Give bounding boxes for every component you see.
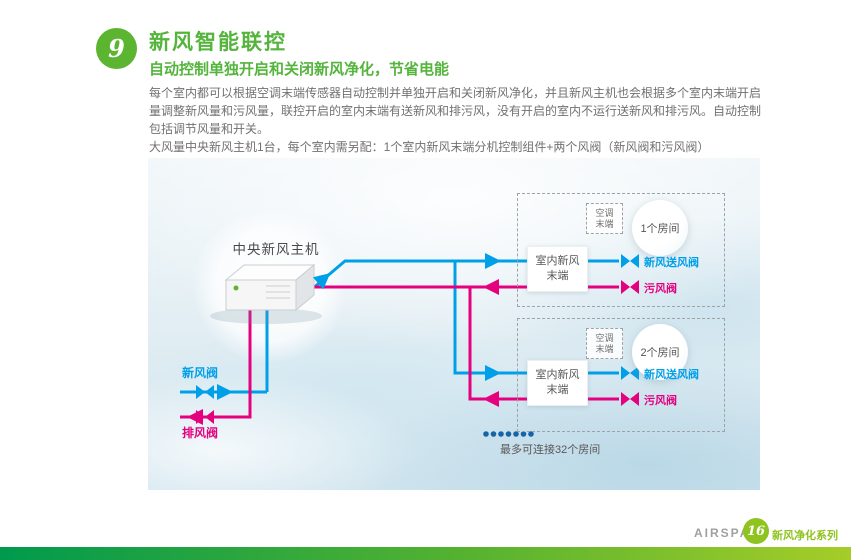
room1-terminal-line2: 末端 [546,270,569,282]
room1-ac-terminal-line1: 空调 [595,207,614,218]
room2-ac-terminal-line2: 末端 [595,343,614,354]
intake-arrow-icon [217,384,233,400]
page-subtitle: 自动控制单独开启和关闭新风净化，节省电能 [149,61,450,78]
fresh-air-intake-valve-icon [196,385,214,399]
exhaust-valve-icon [196,410,214,424]
room2-terminal-line2: 末端 [546,384,569,396]
room2-return-valve-icon [621,392,639,406]
room1-supply-valve-label: 新风送风阀 [644,257,699,269]
body-paragraph: 每个室内都可以根据空调末端传感器自动控制并单独开启和关闭新风净化，并且新风主机也… [149,84,809,156]
system-diagram-canvas [180,208,639,437]
room1-ac-terminal-line2: 末端 [595,218,614,229]
room1-supply-valve-icon [621,254,639,268]
room1-ac-terminal-box: 空调 末端 [586,203,623,234]
brand-logo-text: AIRSPA [694,526,751,540]
page-title: 新风智能联控 [149,31,287,54]
room2-terminal-line1: 室内新风 [535,369,580,381]
room2-ac-terminal-box: 空调 末端 [586,328,623,359]
room2-supply-valve-icon [621,366,639,380]
bottom-accent-bar [0,547,851,560]
host-side-face [295,263,315,312]
system-diagram-panel: 中央新风主机 新风阀 排风阀 空调 末端 1个房间 室内新风 末端 新风送风阀 … [148,158,760,490]
room1-return-valve-icon [621,280,639,294]
room2-ac-terminal-line1: 空调 [595,332,614,343]
max-rooms-note: 最多可连接32个房间 [500,444,601,456]
supply-diagonal-arrow-icon [312,273,331,290]
room-group-2-box [517,318,725,432]
room1-fresh-air-terminal-box: 室内新风 末端 [527,246,588,292]
page-number: 16 [746,523,766,539]
host-unit-illustration [210,263,322,324]
return-arrow-room2-icon [483,391,499,407]
supply-arrow-room2-icon [485,365,501,381]
room1-terminal-line1: 室内新风 [535,255,580,267]
page-number-badge: 16 [743,518,769,544]
room2-supply-valve-label: 新风送风阀 [644,369,699,381]
host-shadow [210,308,322,324]
room2-circle: 2个房间 [632,324,688,380]
room1-circle: 1个房间 [632,200,688,256]
room2-return-valve-label: 污风阀 [644,395,677,407]
supply-arrow-room1-icon [485,253,501,269]
room2-label: 2个房间 [640,347,680,359]
ellipsis-dots-icon [483,431,534,437]
series-label: 新风净化系列 [772,530,838,542]
room-group-1-box [517,193,725,307]
return-arrow-room1-icon [483,279,499,295]
room1-return-valve-label: 污风阀 [644,283,677,295]
intake-valve-label: 新风阀 [182,366,219,380]
host-logo-dot [233,285,239,291]
host-front-face [225,279,297,311]
room2-fresh-air-terminal-box: 室内新风 末端 [527,360,588,406]
section-number: 9 [108,34,125,63]
body-paragraph-line: 每个室内都可以根据空调末端传感器自动控制并单独开启和关闭新风净化，并且新风主机也… [149,86,762,100]
section-number-badge: 9 [96,28,137,69]
room1-label: 1个房间 [640,223,680,235]
body-paragraph-line: 包括调节风量和开关。 [149,122,270,136]
exhaust-valve-label: 排风阀 [182,426,219,440]
body-paragraph-line: 量调整新风量和污风量，联控开启的室内末端有送新风和排污风，没有开启的室内不运行送… [149,104,762,118]
body-paragraph-line: 大风量中央新风主机1台，每个室内需另配：1个室内新风末端分机控制组件+两个风阀（… [149,140,710,154]
host-label: 中央新风主机 [232,242,320,257]
